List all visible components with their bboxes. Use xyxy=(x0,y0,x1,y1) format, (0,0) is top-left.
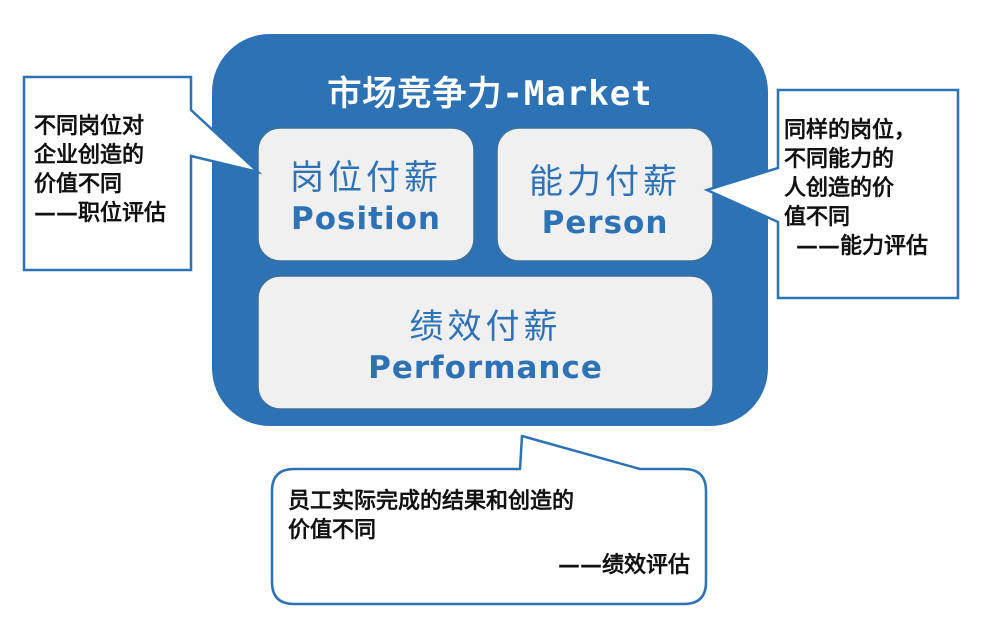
left-callout-line: 企业创造的 xyxy=(34,143,145,168)
performance-label-cn: 绩效付薪 xyxy=(409,307,562,347)
bottom-callout-box xyxy=(270,434,708,606)
performance-label: 绩效付薪 Performance xyxy=(258,299,713,386)
left-callout-line: ——职位评估 xyxy=(34,201,167,226)
right-callout-box xyxy=(703,88,960,300)
person-label-cn: 能力付薪 xyxy=(529,162,681,202)
bottom-callout-text: 员工实际完成的结果和创造的 价值不同 ——绩效评估 xyxy=(288,487,690,580)
right-callout-line: 人创造的价 xyxy=(784,176,895,201)
right-callout-line: 值不同 xyxy=(784,205,851,230)
person-card xyxy=(496,127,714,262)
right-callout-line: 同样的岗位， xyxy=(784,118,917,143)
bottom-callout-line: 价值不同 xyxy=(288,518,377,543)
performance-card xyxy=(257,275,714,410)
person-label-en: Person xyxy=(541,205,669,241)
position-label-en: Position xyxy=(291,201,441,237)
left-callout-text: 不同岗位对 企业创造的 价值不同 ——职位评估 xyxy=(34,112,166,228)
right-callout-line: ——能力评估 xyxy=(796,234,929,259)
position-card xyxy=(257,127,475,262)
bottom-callout-attribution: ——绩效评估 xyxy=(557,553,690,578)
right-callout-line: 不同能力的 xyxy=(784,147,895,172)
left-callout-line: 价值不同 xyxy=(34,172,123,197)
person-label: 能力付薪 Person xyxy=(497,154,713,241)
position-label: 岗位付薪 Position xyxy=(258,150,474,237)
left-callout-box xyxy=(22,75,263,272)
performance-label-en: Performance xyxy=(368,350,603,386)
position-label-cn: 岗位付薪 xyxy=(290,158,442,198)
left-callout-line: 不同岗位对 xyxy=(34,114,145,139)
market-title: 市场竞争力-Market xyxy=(327,74,653,114)
right-callout-text: 同样的岗位， 不同能力的 人创造的价 值不同 ——能力评估 xyxy=(784,116,928,261)
bottom-callout-line: 员工实际完成的结果和创造的 xyxy=(288,489,575,514)
